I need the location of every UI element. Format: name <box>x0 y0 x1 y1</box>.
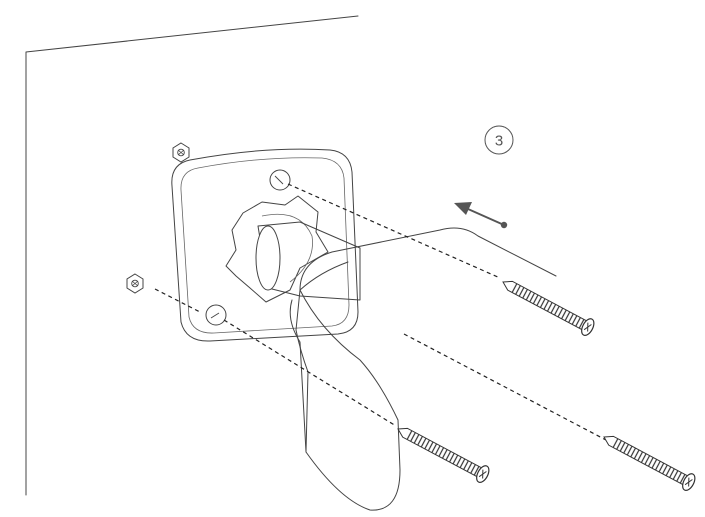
screw-hole-top <box>269 169 291 191</box>
step-badge: 3 <box>484 125 514 155</box>
guide-lines <box>154 183 607 441</box>
mount-arm <box>255 221 361 301</box>
camera-body <box>289 227 557 511</box>
hex-screw-anchor-icon <box>172 142 190 163</box>
lock-nut <box>225 195 329 303</box>
screw-bottom-left <box>397 427 490 483</box>
screw-top <box>502 280 595 336</box>
insert-direction-arrow-icon <box>454 202 508 229</box>
mounting-base-plate <box>171 148 359 342</box>
wall <box>25 15 359 496</box>
screw-bottom-right <box>603 435 696 491</box>
step-number: 3 <box>495 133 503 150</box>
hex-screw-anchor-icon <box>126 273 144 294</box>
screw-hole-bottom <box>205 304 227 326</box>
